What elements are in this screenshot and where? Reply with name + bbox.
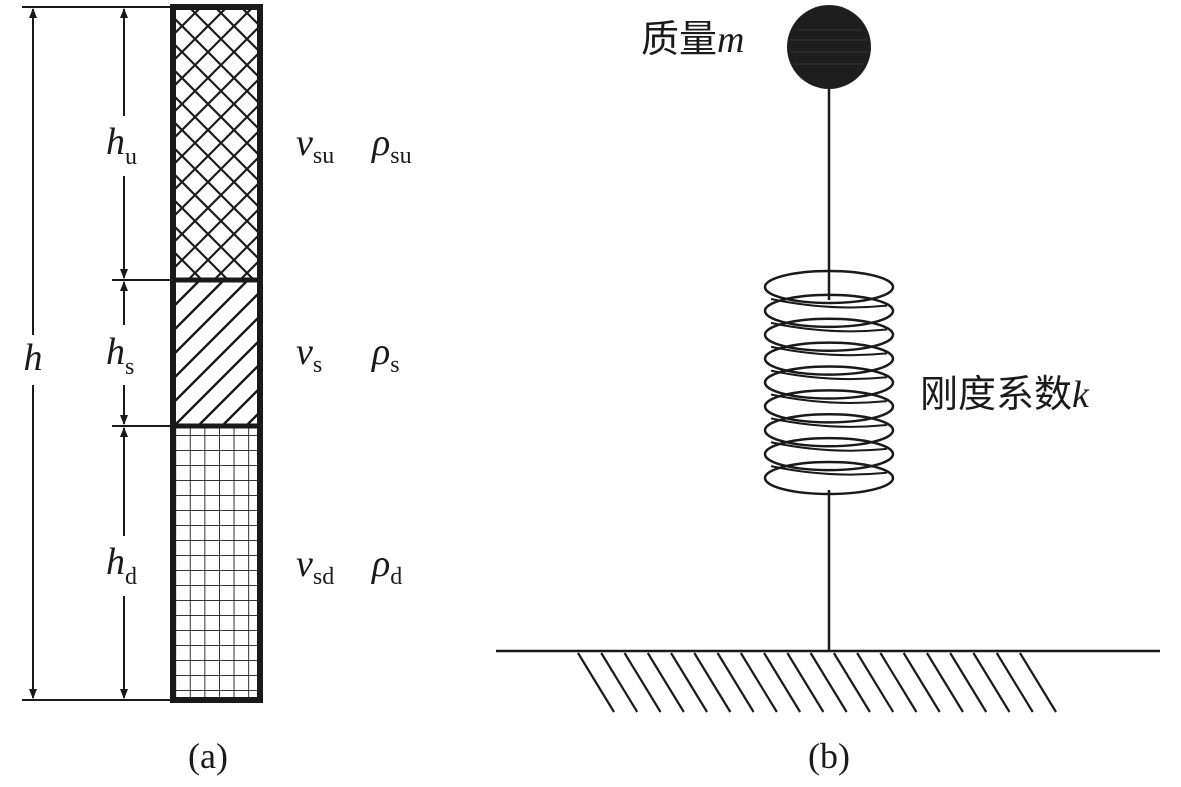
lower-height-label: hd	[106, 541, 137, 590]
spring-loop	[763, 317, 895, 352]
spring-loop	[763, 413, 895, 448]
total-height-label-bg	[18, 335, 48, 385]
lower-velocity-symbol: v	[296, 543, 313, 585]
spring-label-text: 刚度系数	[920, 374, 1072, 416]
ground-hatch-line	[879, 652, 918, 713]
spring-helix-stroke	[770, 393, 888, 404]
middle-height-label: hs	[106, 331, 134, 380]
ground-hatch-line	[1019, 652, 1057, 713]
spring-loop	[763, 269, 895, 305]
ground-hatch-line	[577, 652, 615, 713]
middle-velocity-symbol: v	[296, 331, 313, 373]
ground-hatch-line	[902, 652, 941, 713]
spring-loop	[763, 460, 895, 496]
upper-density-subscript: su	[390, 143, 411, 169]
spring-symbol: k	[1072, 374, 1090, 416]
upper-height-subscript: u	[125, 144, 137, 170]
mass-label-text: 质量	[641, 19, 717, 61]
spring-loop	[763, 293, 895, 329]
ground-hatch-line	[856, 652, 895, 713]
upper-layer	[173, 7, 260, 280]
lower-velocity-subscript: sd	[313, 564, 334, 590]
ground-hatch-line	[739, 652, 778, 713]
middle-height-symbol: h	[106, 331, 125, 373]
spring-loop	[763, 389, 895, 424]
ground-hatch-line	[600, 652, 639, 713]
mass-label: 质量m	[641, 19, 744, 61]
total-height-label: h	[24, 337, 43, 379]
spring-loop	[763, 436, 895, 472]
ground-hatch-line	[763, 652, 802, 713]
middle-density-label: ρs	[371, 331, 400, 378]
middle-height-subscript: s	[125, 354, 134, 380]
ground-hatch-line	[716, 652, 755, 713]
upper-velocity-label: vsu	[296, 122, 334, 169]
middle-velocity-subscript: s	[313, 352, 322, 378]
mass-ball	[787, 5, 871, 89]
middle-density-symbol: ρ	[371, 331, 390, 373]
upper-height-label-bg	[100, 116, 146, 176]
upper-height-label: hu	[106, 121, 137, 170]
ground-hatch-line	[995, 652, 1034, 713]
lower-density-label: ρd	[371, 543, 402, 590]
middle-density-subscript: s	[390, 352, 399, 378]
ground-hatch-line	[646, 652, 685, 713]
spring-coil	[763, 269, 895, 496]
middle-velocity-label: vs	[296, 331, 322, 378]
mass-spring-panel: 质量m 刚度系数k (b)	[496, 5, 1160, 776]
lower-layer	[173, 426, 260, 700]
ground-hatch-line	[926, 652, 964, 713]
panel-a-caption: (a)	[188, 736, 228, 776]
spring-helix-stroke	[770, 369, 888, 381]
spring-helix-stroke	[770, 345, 888, 357]
middle-height-label-bg	[100, 325, 146, 385]
ground-hatch-line	[623, 652, 662, 713]
spring-label: 刚度系数k	[920, 374, 1090, 416]
lower-density-subscript: d	[390, 564, 402, 590]
lower-height-subscript: d	[125, 564, 137, 590]
upper-height-symbol: h	[106, 121, 125, 163]
spring-helix-stroke	[770, 417, 888, 428]
upper-density-symbol: ρ	[371, 122, 390, 164]
upper-velocity-subscript: su	[313, 143, 334, 169]
ground-hatch-line	[972, 652, 1011, 713]
spring-helix-stroke	[770, 441, 888, 452]
panel-b-caption: (b)	[808, 736, 850, 776]
spring-helix-stroke	[770, 465, 888, 476]
column-outline	[170, 4, 263, 703]
mass-symbol: m	[717, 19, 744, 61]
spring-helix-stroke	[770, 321, 888, 333]
lower-height-label-bg	[100, 536, 146, 596]
spring-loop	[763, 341, 895, 376]
ground-hatch-line	[809, 652, 848, 713]
soil-column-panel: h hu hs hd vsu ρsu vs ρs vsd ρd (a)	[18, 4, 412, 776]
lower-density-symbol: ρ	[371, 543, 390, 585]
upper-velocity-symbol: v	[296, 122, 313, 164]
upper-density-label: ρsu	[371, 122, 412, 169]
mass-ball-texture	[790, 29, 868, 65]
ground-hatch-line	[693, 652, 732, 713]
lower-velocity-label: vsd	[296, 543, 334, 590]
ground-hatch-line	[670, 652, 708, 713]
middle-layer	[173, 280, 260, 426]
lower-height-symbol: h	[106, 541, 125, 583]
ground-hatching	[577, 652, 1057, 713]
spring-loop	[763, 365, 895, 400]
ground-hatch-line	[832, 652, 871, 713]
ground-hatch-line	[949, 652, 988, 713]
spring-helix-stroke	[770, 298, 888, 309]
ground-hatch-line	[786, 652, 825, 713]
